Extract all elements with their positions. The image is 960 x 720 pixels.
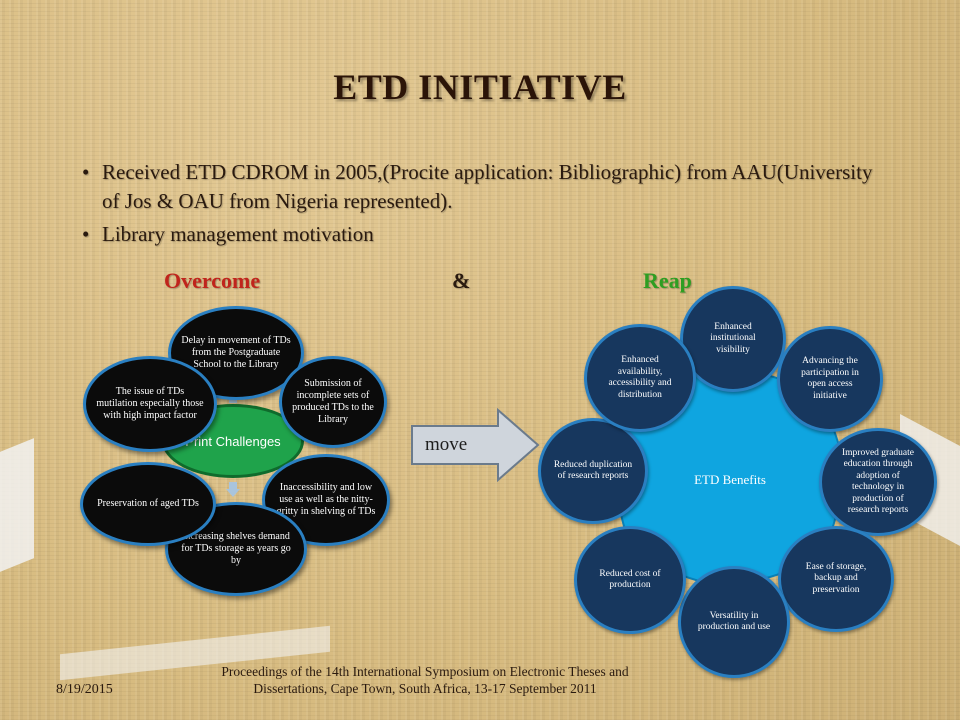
benefit-node: Enhanced institutional visibility [680, 286, 786, 392]
connector-arrow-down-icon [229, 482, 237, 492]
footer-date: 8/19/2015 [56, 682, 113, 697]
footer-proceedings: Proceedings of the 14th International Sy… [221, 664, 629, 696]
benefit-node: Advancing the participation in open acce… [777, 326, 883, 432]
bullet-dot-icon: • [82, 160, 90, 184]
benefit-node: Reduced duplication of research reports [538, 418, 648, 524]
challenge-node: Submission of incomplete sets of produce… [279, 356, 387, 448]
benefit-node: Reduced cost of production [574, 526, 686, 634]
bullet-list: •Received ETD CDROM in 2005,(Procite app… [82, 158, 882, 253]
benefit-node: Enhanced availability, accessibility and… [584, 324, 696, 432]
slide-title: ETD INITIATIVE [333, 67, 627, 107]
overcome-label: Overcome [164, 268, 261, 293]
reap-label: Reap [643, 268, 692, 293]
connector-arrow-down-head-icon [226, 489, 240, 497]
challenge-node: The issue of TDs mutilation especially t… [83, 356, 217, 452]
benefit-node: Ease of storage, backup and preservation [778, 526, 894, 632]
ampersand-label: & [452, 268, 471, 293]
challenge-node: Preservation of aged TDs [80, 462, 216, 546]
benefits-center-label: ETD Benefits [694, 472, 766, 487]
bullet-dot-icon: • [82, 222, 90, 246]
benefit-node: Versatility in production and use [678, 566, 790, 678]
bullet-item: •Library management motivation [82, 220, 882, 249]
bullet-item: •Received ETD CDROM in 2005,(Procite app… [82, 160, 873, 213]
move-label: move [425, 434, 468, 455]
move-arrow-icon [411, 408, 540, 482]
benefit-node: Improved graduate education through adop… [819, 428, 937, 536]
